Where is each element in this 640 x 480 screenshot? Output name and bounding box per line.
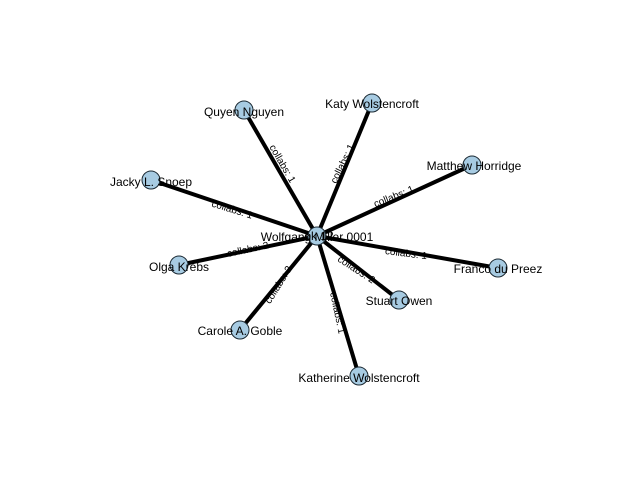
edge-carole xyxy=(238,234,319,332)
node-center[interactable] xyxy=(307,226,327,246)
nodes-layer xyxy=(141,93,508,386)
node-matthew[interactable] xyxy=(462,155,482,175)
node-label-carole: Carole A. Goble xyxy=(198,324,283,338)
edge-label-franco: collabs: 1 xyxy=(384,246,428,262)
node-label-olga: Olga Krebs xyxy=(149,260,209,274)
node-label-jacky: Jacky L. Snoep xyxy=(110,175,192,189)
node-katy[interactable] xyxy=(362,93,382,113)
node-label-franco: Franco du Preez xyxy=(454,262,543,276)
edge-quyen xyxy=(242,108,319,238)
node-label-stuart: Stuart Owen xyxy=(366,294,433,308)
edge-katy xyxy=(315,102,374,237)
node-franco[interactable] xyxy=(488,258,508,278)
edge-label-katy: collabs: 1 xyxy=(329,142,358,185)
edge-label-stuart: collabs: 2 xyxy=(335,254,377,286)
node-carole[interactable] xyxy=(230,320,250,340)
edge-katherine xyxy=(315,235,361,377)
edge-franco xyxy=(316,234,499,270)
node-quyen[interactable] xyxy=(234,100,254,120)
node-stuart[interactable] xyxy=(389,290,409,310)
edge-matthew xyxy=(316,163,473,238)
node-label-katy: Katy Wolstencroft xyxy=(325,97,419,111)
edge-label-matthew: collabs: 1 xyxy=(372,184,416,210)
node-katherine[interactable] xyxy=(349,366,369,386)
node-label-katherine: Katherine Wolstencroft xyxy=(298,371,420,385)
edge-label-carole: collabs: 2 xyxy=(263,264,295,306)
edge-stuart xyxy=(315,234,401,302)
node-label-center: Wolfgang Miller 0001 xyxy=(261,230,374,244)
node-jacky[interactable] xyxy=(141,170,161,190)
node-label-quyen: Quyen Nguyen xyxy=(204,105,284,119)
edge-label-jacky: collabs: 1 xyxy=(210,199,254,222)
node-olga[interactable] xyxy=(169,255,189,275)
edge-label-katherine: collabs: 1 xyxy=(327,291,347,335)
center-overlay-text: ok 12 xyxy=(304,229,334,243)
edges-layer xyxy=(150,102,499,377)
node-label-matthew: Matthew Horridge xyxy=(427,159,522,173)
edge-olga xyxy=(178,234,318,267)
edge-jacky xyxy=(150,178,318,238)
